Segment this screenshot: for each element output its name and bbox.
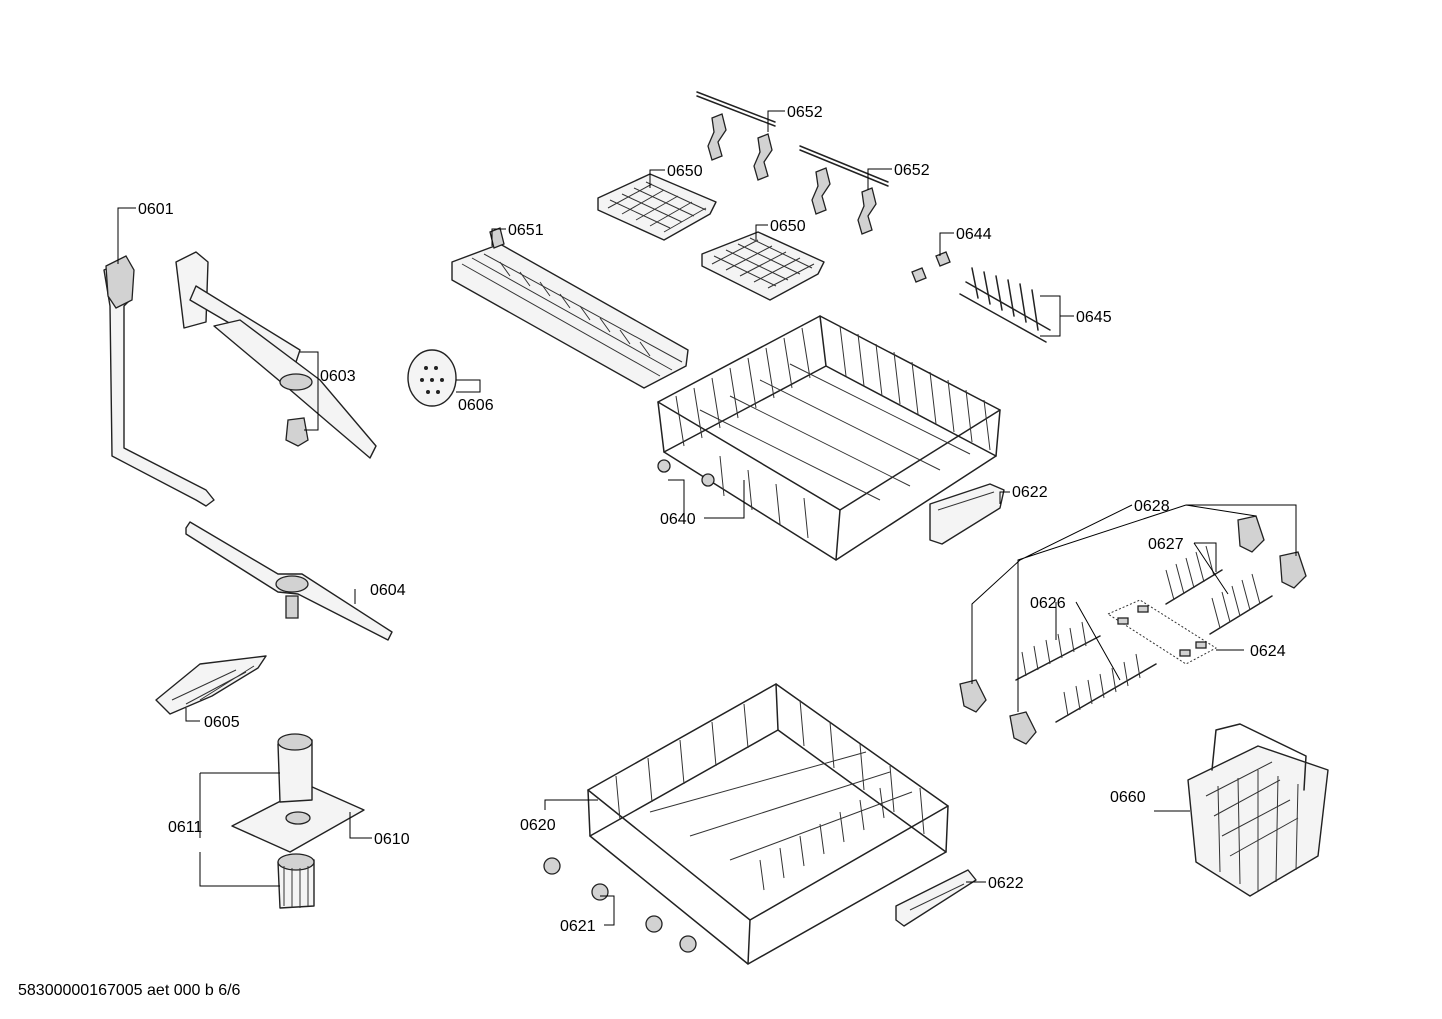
part-0601-supply-pipe <box>103 255 215 507</box>
part-0650-grid-b <box>701 231 825 301</box>
part-0604-lower-spray-arm <box>185 521 393 641</box>
part-0645-cup-rack <box>959 267 1051 343</box>
label-0605: 0605 <box>204 714 240 731</box>
part-0621-wheels <box>543 857 697 953</box>
label-0640: 0640 <box>660 511 696 528</box>
part-0652-rail-clip-a <box>696 91 776 181</box>
label-0627: 0627 <box>1148 536 1184 553</box>
part-0605-micro-filter <box>155 655 267 715</box>
part-0622-handle-upper <box>929 483 1005 545</box>
label-0660: 0660 <box>1110 789 1146 806</box>
label-0611: 0611 <box>168 819 203 836</box>
label-0622-b: 0622 <box>988 875 1024 892</box>
label-0621: 0621 <box>560 918 596 935</box>
label-0651: 0651 <box>508 222 544 239</box>
label-0604: 0604 <box>370 582 406 599</box>
label-0644: 0644 <box>956 226 992 243</box>
part-0611-filter-cylinder <box>277 733 315 909</box>
part-0660-cutlery-basket <box>1187 723 1329 897</box>
label-0601: 0601 <box>138 201 174 218</box>
part-0644-clips <box>911 251 951 283</box>
part-0606-filter-disc <box>407 349 457 407</box>
label-0645: 0645 <box>1076 309 1112 326</box>
part-0650-grid-a <box>597 173 717 241</box>
part-0624-clips <box>1106 599 1217 665</box>
part-0620-lower-basket <box>587 683 949 965</box>
part-0622-handle-lower <box>895 869 977 927</box>
label-0610: 0610 <box>374 831 410 848</box>
part-labels: 0652 0652 0650 0650 0651 0601 0644 0645 … <box>138 104 1286 935</box>
part-0652-rail-clip-b <box>799 145 889 235</box>
label-0606: 0606 <box>458 397 494 414</box>
part-0626-rack <box>1015 621 1157 723</box>
part-0627-rack <box>1165 545 1273 635</box>
label-0624: 0624 <box>1250 643 1286 660</box>
label-0650-a: 0650 <box>667 163 703 180</box>
label-0620: 0620 <box>520 817 556 834</box>
part-0628-hinges <box>959 515 1307 745</box>
label-0626: 0626 <box>1030 595 1066 612</box>
label-0652-b: 0652 <box>894 162 930 179</box>
part-0640-upper-basket <box>657 315 1001 561</box>
label-0603: 0603 <box>320 368 356 385</box>
label-0650-b: 0650 <box>770 218 806 235</box>
part-0603-upper-spray-arm <box>175 251 377 459</box>
document-reference: 58300000167005 aet 000 b 6/6 <box>18 982 241 999</box>
label-0622-a: 0622 <box>1012 484 1048 501</box>
leader-lines <box>117 110 1297 926</box>
label-0628: 0628 <box>1134 498 1170 515</box>
label-0652-a: 0652 <box>787 104 823 121</box>
part-0651-cutlery-tray <box>451 227 689 389</box>
